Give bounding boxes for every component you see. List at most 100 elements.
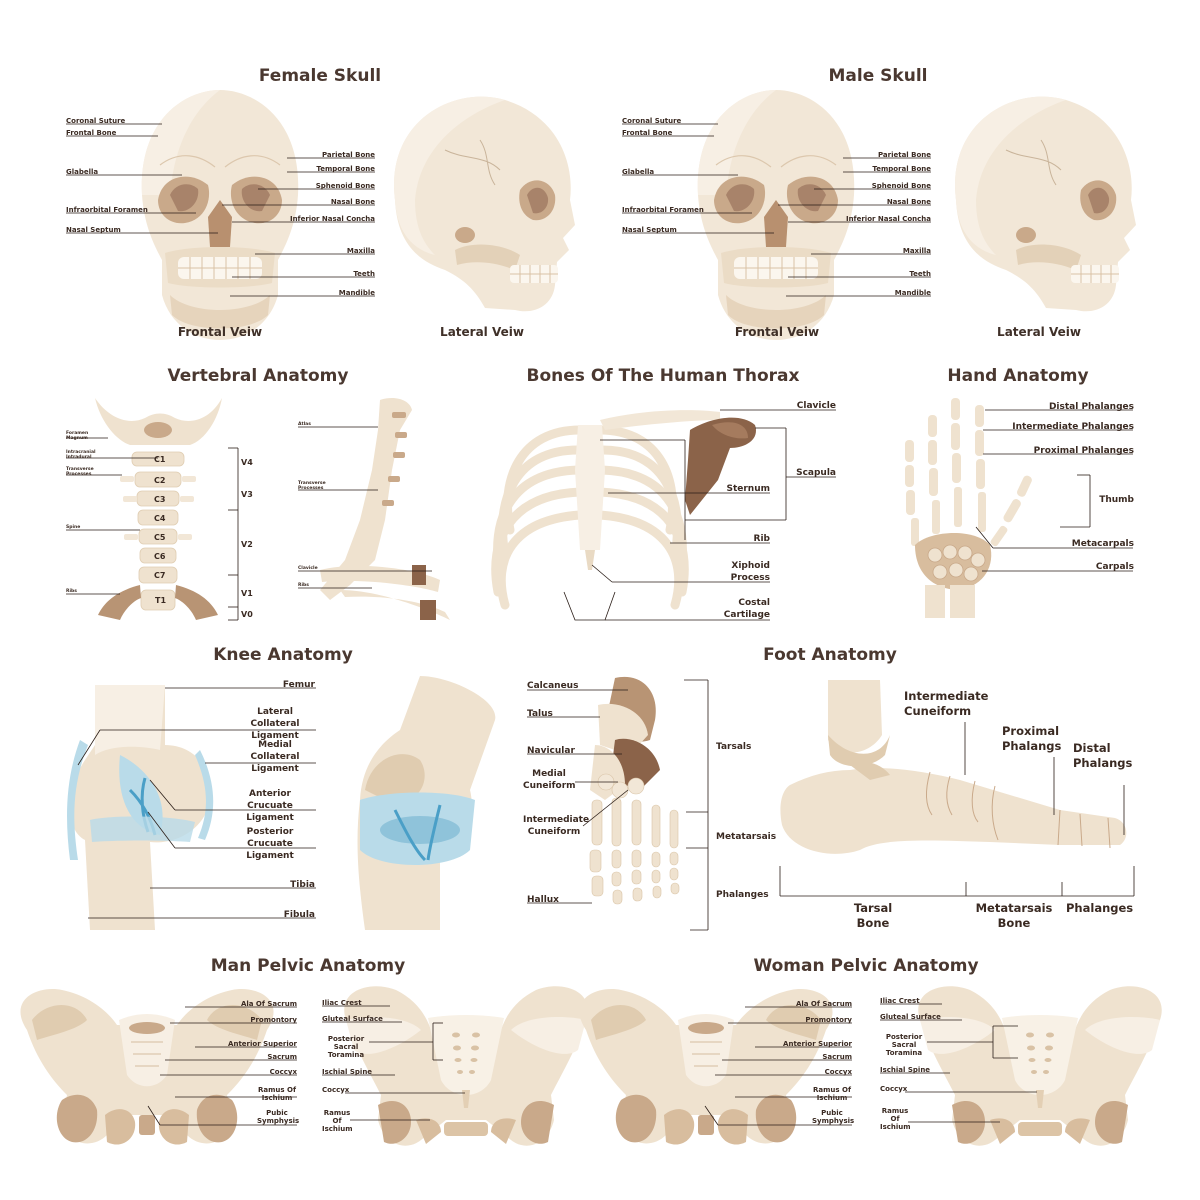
label-frontal-bone: Frontal Bone	[66, 129, 117, 137]
vertebra-c5: C5	[154, 533, 166, 542]
label-fibula: Fibula	[283, 910, 315, 920]
label-sphenoid-bone: Sphenoid Bone	[871, 182, 931, 190]
label-parietal-bone: Parietal Bone	[321, 151, 375, 159]
label-temporal-bone: Temporal Bone	[872, 165, 931, 173]
vertebra-t1: T1	[155, 596, 167, 605]
label-intermediate-phalanges: Intermediate Phalanges	[1012, 422, 1134, 432]
label-coronal-suture: Coronal Suture	[622, 117, 682, 125]
male-lateral-caption: Lateral Veiw	[997, 325, 1081, 339]
label-glabella: Glabella	[66, 168, 99, 176]
label-infraorbital-foramen: Infraorbital Foramen	[622, 206, 704, 214]
segment-v3: V3	[241, 490, 253, 499]
label-sternum: Sternum	[726, 484, 770, 494]
label-distal-phalangs: Distal Phalangs	[1073, 741, 1133, 770]
label-teeth: Teeth	[353, 270, 375, 278]
label-iliac-crest: Iliac Crest	[880, 997, 920, 1005]
label-medial-cuneiform: Medial Cuneiform	[523, 769, 576, 791]
label-ischial-spine: Ischial Spine	[880, 1066, 931, 1074]
label-pubic-symphysis: Pubic Symphysis	[812, 1109, 855, 1125]
knee-side-art	[357, 676, 496, 930]
label-anterior-cruciate-ligament: Anterior Crucuate Ligament	[246, 789, 294, 823]
label-anterior-superior: Anterior Superior	[783, 1040, 852, 1048]
label-scapula: Scapula	[796, 468, 836, 478]
vertebral-front-art	[95, 398, 222, 620]
female-lateral-caption: Lateral Veiw	[440, 325, 524, 339]
label-calcaneus: Calcaneus	[527, 681, 579, 691]
label-phalanges: Phalanges	[716, 890, 769, 900]
label-foramen-magnum: Foramen Magnum	[66, 431, 89, 441]
label-gluteal-surface: Gluteal Surface	[880, 1013, 941, 1021]
male-skull-title: Male Skull	[828, 66, 928, 86]
label-infraorbital-foramen: Infraorbital Foramen	[66, 206, 148, 214]
foot-title: Foot Anatomy	[763, 645, 897, 665]
label-posterior-sacral-foramina: Posterior Sacral Toramina	[885, 1033, 923, 1057]
segment-v0: V0	[241, 610, 253, 619]
female-frontal-caption: Frontal Veiw	[177, 325, 263, 339]
label-nasal-bone: Nasal Bone	[886, 198, 931, 206]
label-mandible: Mandible	[894, 289, 931, 297]
label-teeth: Teeth	[909, 270, 931, 278]
label-clavicle: Clavicle	[298, 566, 318, 571]
label-costal-cartilage: Costal Cartilage	[723, 598, 770, 620]
label-promontory: Promontory	[250, 1016, 297, 1024]
label-rib: Rib	[753, 534, 770, 544]
label-medial-collateral-ligament: Medial Collateral Ligament	[250, 740, 300, 774]
hand-art	[905, 398, 1032, 618]
label-ramus-of-ischium: Ramus Of Ischium	[258, 1086, 296, 1102]
label-thumb: Thumb	[1099, 495, 1134, 505]
label-temporal-bone: Temporal Bone	[316, 165, 375, 173]
hand-title: Hand Anatomy	[947, 366, 1089, 386]
label-mandible: Mandible	[338, 289, 375, 297]
label-metatarsals-bone: Metatarsais Bone	[975, 901, 1053, 930]
label-spine: Spine	[66, 525, 81, 530]
label-intracranial-intradural: Intracranial Intradural	[66, 450, 96, 460]
label-nasal-septum: Nasal Septum	[622, 226, 677, 234]
label-anterior-superior: Anterior Superior	[228, 1040, 297, 1048]
label-navicular: Navicular	[527, 746, 575, 756]
label-iliac-crest: Iliac Crest	[322, 999, 362, 1007]
label-coccyx: Coccyx	[880, 1085, 908, 1093]
label-maxilla: Maxilla	[346, 247, 375, 255]
woman-pelvic-title: Woman Pelvic Anatomy	[753, 956, 979, 976]
label-clavicle: Clavicle	[796, 401, 836, 411]
label-ramus-of-ischium: Ramus Of Ischium	[813, 1086, 851, 1102]
label-ramus-of-ischium: Ramus Of Ischium	[880, 1107, 911, 1131]
label-posterior-sacral-foramina: Posterior Sacral Toramina	[327, 1035, 365, 1059]
foot-top-art	[589, 676, 680, 905]
thorax-title: Bones Of The Human Thorax	[526, 366, 800, 386]
label-atlas: Atlas	[298, 422, 311, 427]
label-nasal-bone: Nasal Bone	[330, 198, 375, 206]
thorax-art	[491, 410, 756, 610]
label-pubic-symphysis: Pubic Symphysis	[257, 1109, 300, 1125]
label-tibia: Tibia	[290, 880, 315, 890]
label-parietal-bone: Parietal Bone	[877, 151, 931, 159]
label-metatarsals: Metatarsais	[716, 832, 777, 842]
segment-v2: V2	[241, 540, 253, 549]
label-coccyx: Coccyx	[269, 1068, 297, 1076]
label-nasal-septum: Nasal Septum	[66, 226, 121, 234]
male-frontal-caption: Frontal Veiw	[734, 325, 820, 339]
label-ischial-spine: Ischial Spine	[322, 1068, 373, 1076]
label-tarsal-bone: Tarsal Bone	[853, 901, 893, 930]
vertebral-side-art	[320, 398, 450, 620]
label-sacrum: Sacrum	[267, 1053, 297, 1061]
label-transverse-processes: Transverse Processes	[298, 481, 326, 491]
label-glabella: Glabella	[622, 168, 655, 176]
label-femur: Femur	[282, 680, 315, 690]
label-gluteal-surface: Gluteal Surface	[322, 1015, 383, 1023]
knee-title: Knee Anatomy	[213, 645, 353, 665]
vertebra-c3: C3	[154, 495, 166, 504]
label-maxilla: Maxilla	[902, 247, 931, 255]
label-carpals: Carpals	[1095, 562, 1134, 572]
label-sacrum: Sacrum	[822, 1053, 852, 1061]
label-phalanges-bottom: Phalanges	[1066, 901, 1134, 915]
label-ribs: Ribs	[66, 589, 77, 594]
vertebra-c2: C2	[154, 476, 166, 485]
label-intermediate-cuneiform-side: Intermediate Cuneiform	[904, 689, 989, 718]
vertebra-c6: C6	[154, 552, 166, 561]
label-sphenoid-bone: Sphenoid Bone	[315, 182, 375, 190]
label-proximal-phalangs: Proximal Phalangs	[1002, 724, 1062, 753]
label-inferior-nasal-concha: Inferior Nasal Concha	[289, 215, 375, 223]
label-lateral-collateral-ligament: Lateral Collateral Ligament	[250, 707, 300, 741]
